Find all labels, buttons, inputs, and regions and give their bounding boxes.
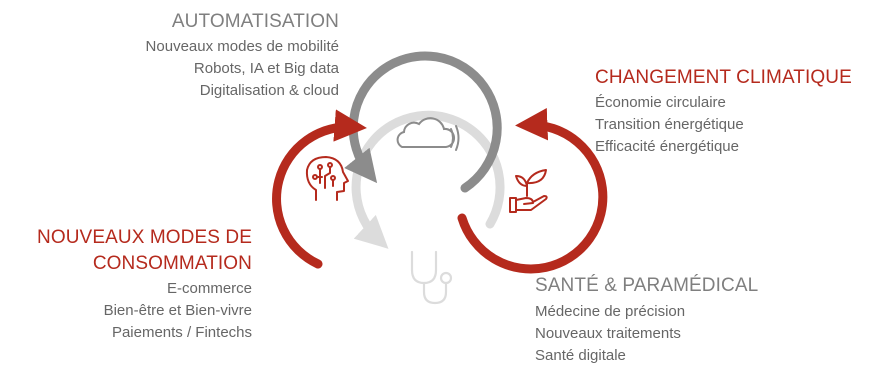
automatisation-ring <box>344 51 502 193</box>
climat-item: Efficacité énergétique <box>595 138 739 155</box>
sante-item: Médecine de précision <box>535 303 686 320</box>
sante-item: Nouveaux traitements <box>535 325 681 342</box>
consommation-item: E-commerce <box>166 280 252 297</box>
climat-block: CHANGEMENT CLIMATIQUE Économie circulair… <box>595 66 852 158</box>
automatisation-block: AUTOMATISATION Nouveaux modes de mobilit… <box>146 10 339 102</box>
sante-item: Santé digitale <box>535 347 626 364</box>
sante-ring <box>351 110 505 249</box>
climat-ring <box>457 108 608 274</box>
consommation-item: Paiements / Fintechs <box>111 324 252 341</box>
climat-title: CHANGEMENT CLIMATIQUE <box>595 67 852 88</box>
automatisation-item: Robots, IA et Big data <box>193 60 339 77</box>
sante-title: SANTÉ & PARAMÉDICAL <box>535 275 759 296</box>
consommation-block: NOUVEAUX MODES DE CONSOMMATION E-commerc… <box>37 226 252 344</box>
consommation-ring <box>272 109 367 269</box>
automatisation-item: Nouveaux modes de mobilité <box>145 38 339 55</box>
ai-head-icon <box>305 156 349 201</box>
climat-item: Économie circulaire <box>595 94 726 111</box>
hand-plant-icon <box>509 169 548 213</box>
stethoscope-icon <box>410 250 453 305</box>
cloud-icon <box>396 117 460 151</box>
climat-item: Transition énergétique <box>595 116 744 133</box>
consommation-item: Bien-être et Bien-vivre <box>103 302 252 319</box>
automatisation-item: Digitalisation & cloud <box>199 82 339 99</box>
consommation-title-line1: NOUVEAUX MODES DE <box>37 227 252 248</box>
consommation-title-line2: CONSOMMATION <box>92 253 252 274</box>
automatisation-title: AUTOMATISATION <box>171 11 339 32</box>
sante-block: SANTÉ & PARAMÉDICAL Médecine de précisio… <box>535 274 758 367</box>
